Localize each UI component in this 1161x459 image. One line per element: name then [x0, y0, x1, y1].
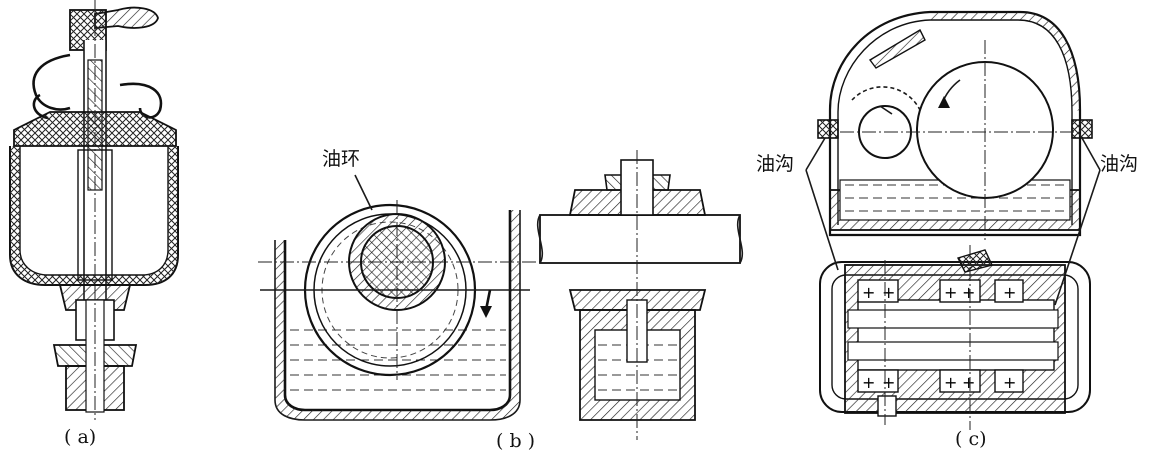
caption-b: ( b ) — [496, 430, 536, 452]
svg-text:+: + — [862, 283, 875, 302]
svg-text:+: + — [962, 373, 975, 392]
oil-groove-label-left: 油沟 — [756, 153, 795, 175]
svg-text:+: + — [944, 373, 957, 392]
caption-a: ( a) — [64, 426, 97, 448]
oil-ring-drawing — [258, 150, 744, 440]
oiler-drawing — [9, 0, 179, 459]
caption-c: ( c) — [955, 428, 987, 450]
oil-groove-label-right: 油沟 — [1100, 153, 1139, 175]
gearbox-drawing: + + + + + + + + + + — [805, 10, 1101, 430]
svg-text:+: + — [1003, 373, 1016, 392]
svg-text:+: + — [862, 373, 875, 392]
svg-text:+: + — [882, 283, 895, 302]
svg-text:+: + — [882, 373, 895, 392]
svg-text:+: + — [962, 283, 975, 302]
oil-ring-label: 油环 — [322, 148, 361, 170]
svg-text:+: + — [1003, 283, 1016, 302]
svg-text:+: + — [944, 283, 957, 302]
